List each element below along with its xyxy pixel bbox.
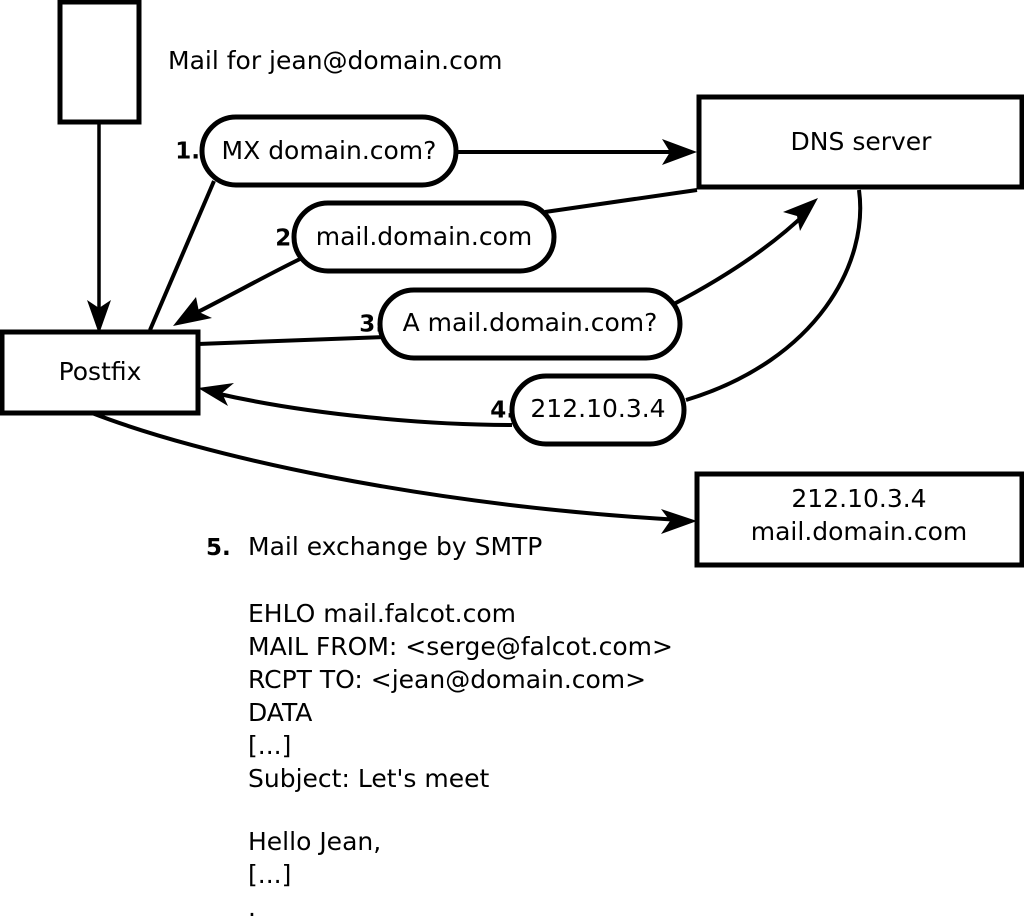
node-dns-server-label: DNS server: [791, 127, 933, 156]
transcript-line-9: [...]: [248, 860, 291, 889]
node-dns-server[interactable]: DNS server: [696, 94, 1024, 190]
arrowhead-step1-dns: [662, 139, 697, 165]
step-1-number: 1.: [175, 139, 200, 165]
transcript-line-5: [...]: [248, 731, 291, 760]
arrowhead-sender-postfix: [87, 300, 111, 334]
node-postfix-label: Postfix: [59, 357, 142, 386]
step-5-number: 5.: [206, 535, 231, 561]
step-2-bubble[interactable]: 2. mail.domain.com: [275, 200, 557, 274]
smtp-transcript: EHLO mail.falcot.com MAIL FROM: <serge@f…: [248, 599, 673, 919]
arrowhead-step4-postfix: [198, 383, 234, 406]
node-mail-server[interactable]: 212.10.3.4 mail.domain.com: [694, 471, 1024, 568]
node-postfix[interactable]: Postfix: [0, 329, 201, 416]
node-mail-server-ip: 212.10.3.4: [791, 484, 926, 513]
connector-step-3: [197, 198, 818, 346]
connector-sender-to-postfix: [87, 122, 111, 334]
step-3-label: A mail.domain.com?: [403, 308, 658, 337]
step-5-label: Mail exchange by SMTP: [248, 532, 542, 561]
step-3-bubble[interactable]: 3. A mail.domain.com?: [359, 287, 683, 361]
transcript-line-2: MAIL FROM: <serge@falcot.com>: [248, 632, 673, 661]
transcript-line-3: RCPT TO: <jean@domain.com>: [248, 665, 646, 694]
step-1-label: MX domain.com?: [222, 136, 437, 165]
step-4-bubble[interactable]: 4. 212.10.3.4: [490, 373, 687, 447]
transcript-line-8: Hello Jean,: [248, 827, 381, 856]
transcript-line-6: Subject: Let's meet: [248, 764, 489, 793]
arrowhead-step2-postfix: [173, 297, 212, 326]
step-1-bubble-shape[interactable]: [199, 114, 459, 188]
node-sender-box[interactable]: [57, 0, 142, 125]
step-1-bubble[interactable]: 1. MX domain.com?: [175, 114, 459, 188]
arrowhead-step5-mailserver: [661, 509, 697, 534]
arrowhead-step3-dns: [783, 198, 818, 231]
step-4-bubble-shape[interactable]: [509, 373, 687, 447]
transcript-line-1: EHLO mail.falcot.com: [248, 599, 516, 628]
step-4-label: 212.10.3.4: [530, 394, 665, 423]
transcript-line-10: .: [248, 893, 256, 919]
step-3-bubble-shape[interactable]: [377, 287, 683, 361]
header-note: Mail for jean@domain.com: [168, 46, 503, 75]
connector-step-2: [173, 188, 698, 326]
connector-step-4: [198, 189, 863, 427]
node-dns-server-box[interactable]: [696, 94, 1024, 190]
node-mail-server-box[interactable]: [694, 471, 1024, 568]
connector-step-5: [91, 411, 697, 534]
step-2-label: mail.domain.com: [316, 222, 532, 251]
node-mail-server-hostname: mail.domain.com: [751, 517, 967, 546]
node-postfix-box[interactable]: [0, 329, 201, 416]
connector-step-1: [148, 139, 697, 331]
step-2-bubble-shape[interactable]: [291, 200, 557, 274]
transcript-line-4: DATA: [248, 698, 312, 727]
